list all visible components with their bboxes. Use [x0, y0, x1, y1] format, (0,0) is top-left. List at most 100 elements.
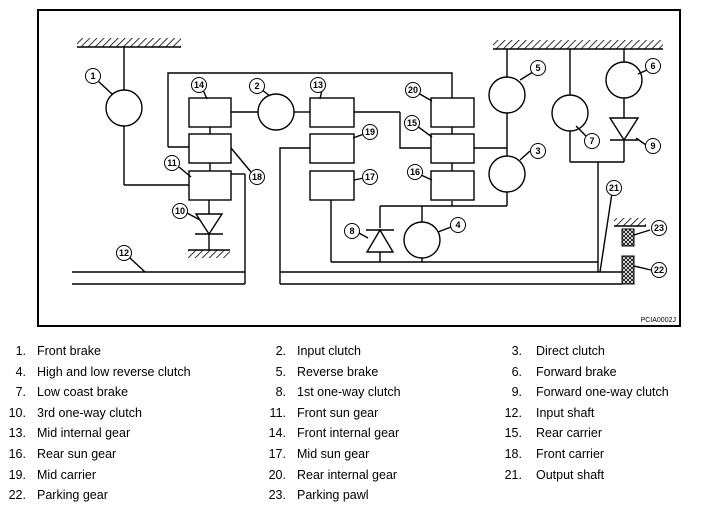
legend-number: 22.: [8, 488, 26, 503]
legend-number: 13.: [8, 426, 26, 441]
svg-text:3: 3: [535, 146, 540, 156]
legend-text: Mid sun gear: [297, 447, 370, 461]
callout-10: 10: [172, 203, 188, 219]
legend-text: Forward one-way clutch: [536, 385, 669, 400]
legend-text: Parking pawl: [297, 488, 369, 503]
legend-text: Rear internal gear: [297, 467, 398, 482]
mid-carrier-box: [309, 133, 355, 164]
callout-8: 8: [344, 223, 360, 239]
svg-text:12: 12: [119, 248, 129, 258]
callout-23: 23: [651, 220, 667, 236]
front-carrier-box: [188, 133, 232, 164]
reverse-brake-drum: [488, 76, 526, 114]
parking-gear-shape: [621, 255, 635, 285]
callout-1: 1: [85, 68, 101, 84]
svg-text:5: 5: [535, 63, 540, 73]
legend-text: Direct clutch: [536, 344, 605, 358]
callout-4: 4: [450, 217, 466, 233]
callout-17: 17: [362, 169, 378, 185]
svg-text:11: 11: [167, 158, 177, 168]
callout-16: 16: [407, 164, 423, 180]
svg-text:17: 17: [365, 172, 375, 182]
legend-number: 5.: [275, 364, 286, 379]
callout-18: 18: [249, 169, 265, 185]
forward-one-way-clutch-symbol: [608, 117, 640, 142]
callout-5: 5: [530, 60, 546, 76]
legend-number: 20.: [268, 467, 286, 482]
svg-text:14: 14: [194, 80, 204, 90]
legend-text: Parking gear: [37, 488, 108, 503]
legend-text: 1st one-way clutch: [297, 385, 401, 400]
legend-text: Front internal gear: [297, 426, 400, 441]
housing-ground-10: [188, 250, 230, 258]
legend-text: Output shaft: [536, 467, 605, 482]
legend-number: 2.: [275, 344, 286, 358]
legend-number: 4.: [15, 364, 26, 379]
svg-text:2: 2: [254, 81, 259, 91]
callout-labels: 1 2 3 4 5 6 7 8 9 10 11 12 13 14 15 16 1…: [85, 58, 667, 278]
direct-clutch-drum: [488, 155, 526, 193]
diagram-frame: [37, 9, 681, 327]
rear-internal-gear-box: [430, 97, 475, 128]
legend-number: 19.: [8, 467, 26, 482]
legend-number: 7.: [15, 385, 26, 400]
legend-number: 10.: [8, 405, 26, 420]
svg-text:6: 6: [650, 61, 655, 71]
svg-text:8: 8: [349, 226, 354, 236]
front-sun-gear-box: [188, 170, 232, 201]
legend-text: Front carrier: [536, 447, 605, 461]
legend-text: Forward brake: [536, 364, 617, 379]
svg-text:15: 15: [407, 118, 417, 128]
callout-14: 14: [191, 77, 207, 93]
svg-text:23: 23: [654, 223, 664, 233]
svg-text:9: 9: [650, 141, 655, 151]
legend-text: Rear carrier: [536, 426, 602, 441]
legend-number: 15.: [504, 426, 522, 441]
parking-pawl-shape: [621, 228, 635, 247]
svg-text:13: 13: [313, 80, 323, 90]
legend-number: 9.: [511, 385, 522, 400]
callout-15: 15: [404, 115, 420, 131]
legend-text: Reverse brake: [297, 364, 379, 379]
legend-text: Input clutch: [297, 344, 361, 358]
legend-number: 14.: [268, 426, 286, 441]
legend-number: 23.: [268, 488, 286, 503]
legend-number: 11.: [269, 405, 286, 420]
callout-2: 2: [249, 78, 265, 94]
legend-text: Mid internal gear: [37, 426, 131, 441]
callout-13: 13: [310, 77, 326, 93]
figure-code: PCIA0002J: [641, 317, 676, 324]
legend-text: Input shaft: [536, 405, 595, 420]
high-low-reverse-clutch-drum: [403, 221, 441, 259]
legend-number: 21.: [504, 467, 522, 482]
legend-number: 8.: [275, 385, 286, 400]
callout-22: 22: [651, 262, 667, 278]
callout-9: 9: [645, 138, 661, 154]
1st-one-way-clutch-symbol: [365, 228, 395, 253]
mid-internal-gear-box: [309, 97, 355, 128]
callout-11: 11: [164, 155, 180, 171]
svg-text:20: 20: [408, 85, 418, 95]
input-clutch-drum: [257, 93, 295, 131]
legend-number: 18.: [504, 447, 522, 461]
callout-6: 6: [645, 58, 661, 74]
callout-20: 20: [405, 82, 421, 98]
legend-number: 17.: [268, 447, 286, 461]
legend-number: 12.: [504, 405, 522, 420]
svg-text:22: 22: [654, 265, 664, 275]
legend-text: Front brake: [37, 344, 101, 358]
legend-number: 6.: [511, 364, 522, 379]
low-coast-brake-drum: [551, 94, 589, 132]
legend-number: 16.: [8, 447, 26, 461]
leader-lines: [97, 69, 652, 273]
svg-text:1: 1: [90, 71, 95, 81]
rear-carrier-box: [430, 133, 475, 164]
mid-sun-gear-box: [309, 170, 355, 201]
callout-19: 19: [362, 124, 378, 140]
front-brake-drum: [105, 89, 143, 127]
legend-number: 1.: [15, 344, 26, 358]
svg-text:16: 16: [410, 167, 420, 177]
housing-ground-left: [77, 38, 181, 47]
legend-text: 3rd one-way clutch: [37, 405, 142, 420]
legend-text: High and low reverse clutch: [37, 364, 191, 379]
